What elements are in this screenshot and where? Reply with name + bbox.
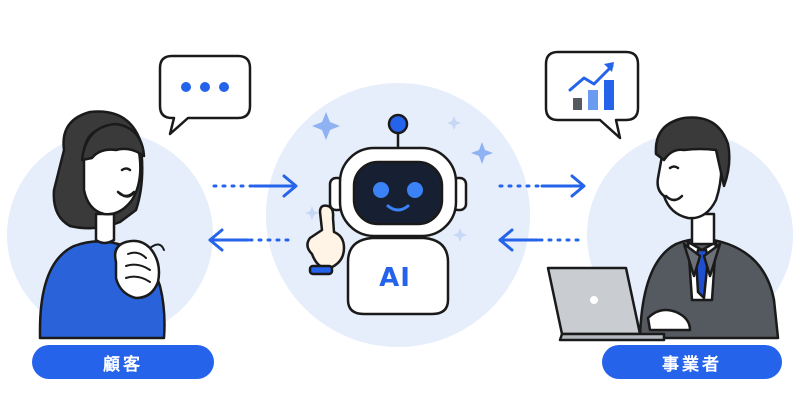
robot-eye-right: [407, 182, 423, 198]
arrow-customer-to-ai: [212, 174, 298, 198]
laptop-logo-icon: [590, 296, 598, 304]
arrow-business-to-ai: [498, 228, 582, 252]
arrow-ai-to-customer: [208, 228, 292, 252]
bar-chart-trend-icon: [568, 62, 614, 110]
customer-woman-illustration: [38, 110, 166, 340]
businessman-illustration: [638, 116, 780, 340]
business-label: 事業者: [602, 345, 782, 379]
robot-antenna-icon: [387, 113, 409, 135]
robot-ai-label: AI: [379, 263, 411, 293]
arrow-ai-to-business: [498, 174, 586, 198]
customer-speech-bubble: [158, 54, 252, 136]
laptop-illustration: [546, 266, 666, 342]
typing-dots-icon: [181, 82, 229, 92]
sparkle-icon: [305, 112, 493, 242]
ai-robot-illustration: [306, 113, 468, 316]
robot-eye-left: [373, 182, 389, 198]
business-speech-bubble: [544, 50, 640, 140]
customer-label: 顧客: [32, 345, 214, 379]
